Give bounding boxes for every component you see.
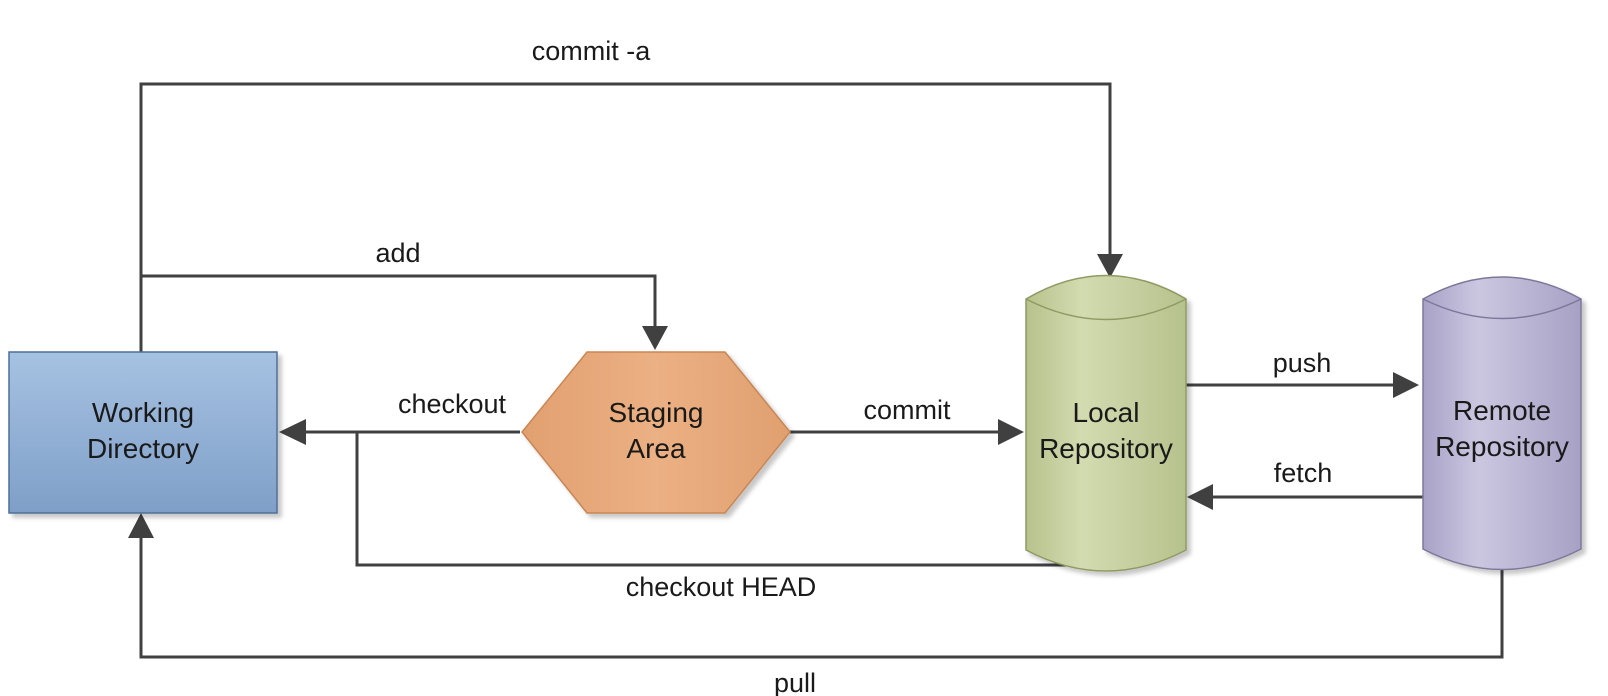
staging-area-node: Staging Area <box>521 351 791 514</box>
remote-repository-label-line2: Repository <box>1435 431 1569 462</box>
checkout-head-arrow-line <box>355 432 1102 567</box>
commit-label: commit <box>864 395 951 425</box>
remote-repository-cylinder <box>1422 276 1582 571</box>
working-directory-label-line2: Directory <box>87 433 199 464</box>
remote-repository-node: Remote Repository <box>1422 276 1582 571</box>
staging-area-label-line1: Staging <box>609 397 704 428</box>
checkout-label: checkout <box>398 389 507 419</box>
pull-arrowhead <box>128 513 154 538</box>
fetch-arrowhead <box>1187 484 1213 510</box>
pull-label: pull <box>774 668 816 696</box>
working-directory-node: Working Directory <box>8 351 278 514</box>
add-arrowhead <box>642 326 668 350</box>
working-directory-label-line1: Working <box>92 397 194 428</box>
local-repository-label-line2: Repository <box>1039 433 1173 464</box>
add-label: add <box>375 238 420 268</box>
commit-a-arrowhead <box>1097 254 1123 278</box>
staging-area-label-line2: Area <box>626 433 686 464</box>
push-label: push <box>1273 348 1332 378</box>
commit-a-label: commit -a <box>532 36 651 66</box>
checkout-head-label: checkout HEAD <box>626 572 817 602</box>
fetch-label: fetch <box>1274 458 1333 488</box>
commit-arrowhead <box>998 419 1024 445</box>
pull-arrow-line <box>139 536 1504 659</box>
staging-area-hexagon <box>521 351 791 514</box>
remote-repository-label-line1: Remote <box>1453 395 1551 426</box>
push-arrowhead <box>1393 372 1419 398</box>
checkout-arrowhead <box>279 419 306 445</box>
local-repository-cylinder-rim <box>1025 298 1187 321</box>
local-repository-cylinder <box>1025 274 1187 572</box>
commit-a-arrow-line <box>139 82 1112 352</box>
local-repository-label-line1: Local <box>1073 397 1140 428</box>
working-directory-box <box>8 351 278 514</box>
local-repository-node: Local Repository <box>1025 274 1187 572</box>
add-arrow-line <box>141 274 657 328</box>
remote-repository-cylinder-rim <box>1422 298 1582 320</box>
